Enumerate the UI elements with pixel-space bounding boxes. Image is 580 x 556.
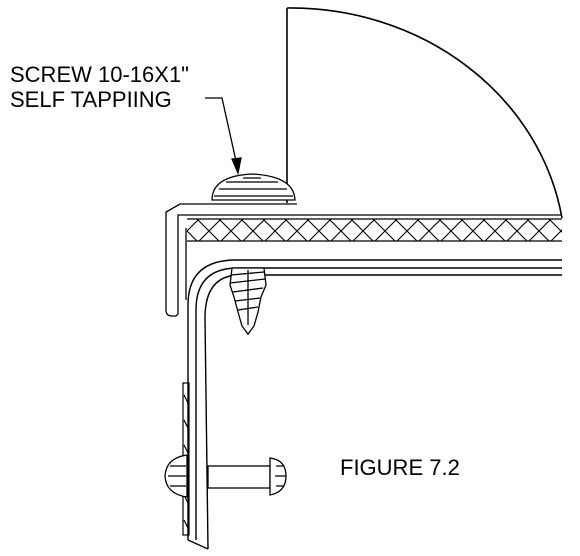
figure-caption: FIGURE 7.2: [340, 455, 460, 480]
insulation-layer: [184, 214, 562, 242]
screw-tip: [229, 267, 267, 336]
screw-head: [211, 173, 296, 201]
callout-leader: [205, 97, 242, 176]
callout-line-2: SELF TAPPIING: [10, 87, 172, 112]
rivet-fastener: [164, 454, 287, 498]
screw-callout: SCREW 10-16X1" SELF TAPPIING: [10, 62, 189, 112]
angle-trim: [165, 203, 297, 317]
door-panel: [286, 7, 563, 219]
callout-line-1: SCREW 10-16X1": [10, 62, 189, 87]
